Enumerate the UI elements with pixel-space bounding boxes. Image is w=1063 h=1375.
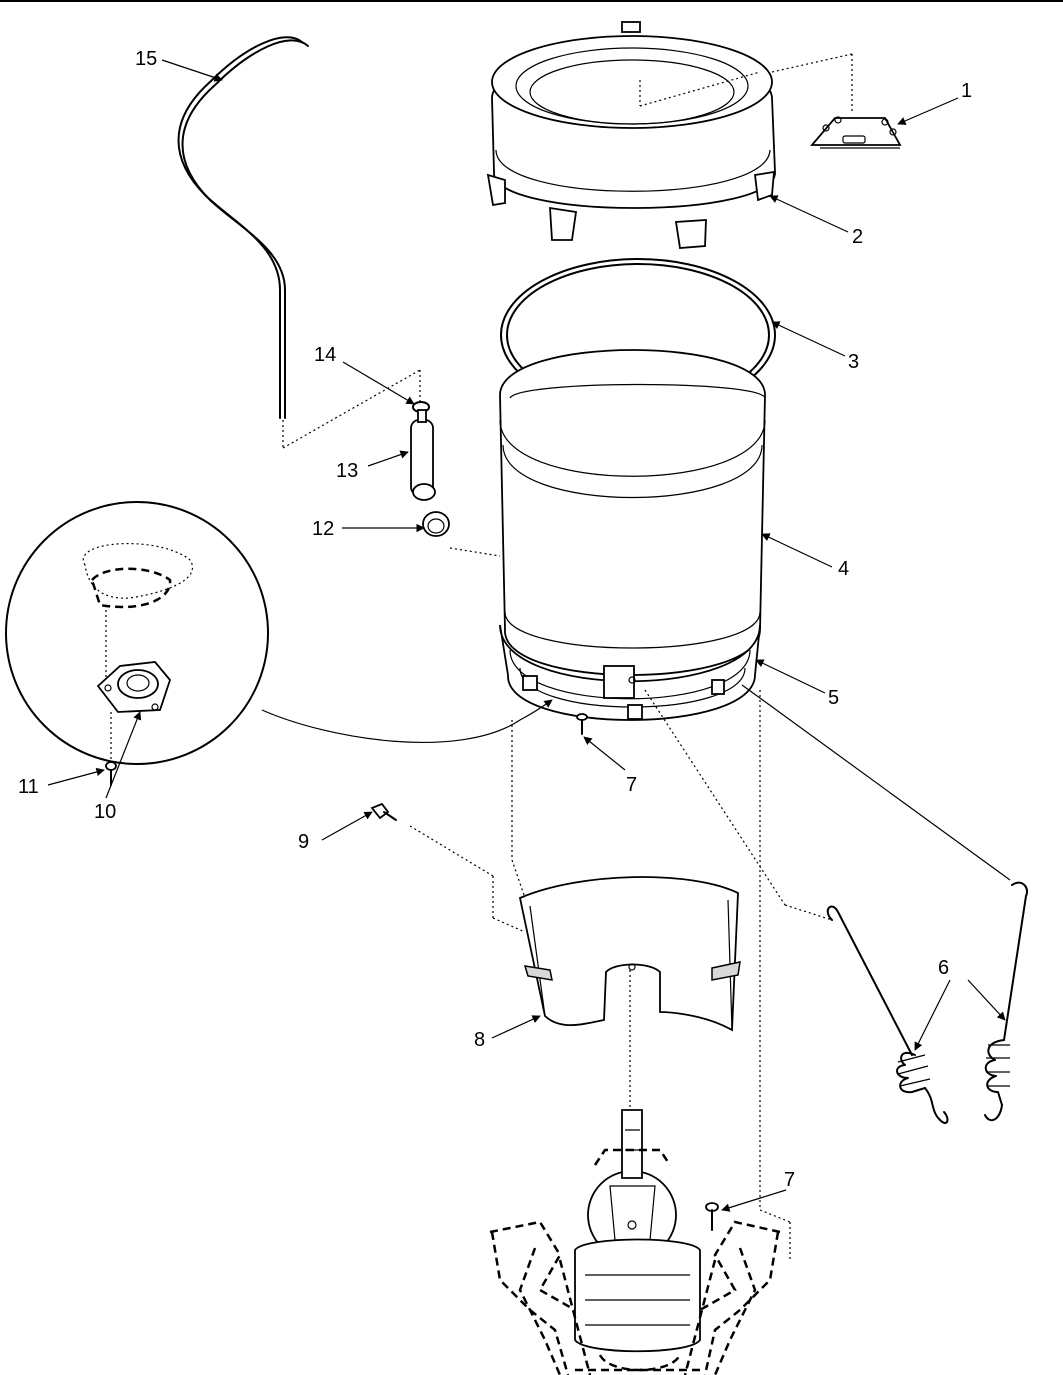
callout-11: 11 bbox=[18, 776, 39, 798]
callout-10: 10 bbox=[94, 801, 116, 823]
callout-9: 9 bbox=[298, 831, 309, 853]
part-9-bolt bbox=[370, 802, 526, 933]
callout-7-upper: 7 bbox=[626, 774, 637, 796]
part-7-screw-upper bbox=[576, 713, 588, 735]
base-assembly bbox=[489, 1109, 781, 1375]
callout-4: 4 bbox=[838, 558, 849, 580]
part-15-hose bbox=[177, 36, 421, 449]
alignment-lines bbox=[511, 684, 1011, 1260]
callout-12: 12 bbox=[312, 518, 334, 540]
callout-14: 14 bbox=[314, 344, 336, 366]
part-12-grommet bbox=[422, 511, 501, 557]
part-8-shield bbox=[518, 876, 741, 1185]
part-5-tub-base bbox=[499, 624, 761, 721]
callout-7-lower: 7 bbox=[784, 1169, 795, 1191]
part-2-tub-ring bbox=[486, 21, 853, 249]
callout-3: 3 bbox=[848, 351, 859, 373]
part-6-spring-left bbox=[826, 905, 949, 1124]
callout-1: 1 bbox=[961, 80, 972, 102]
callout-5: 5 bbox=[828, 687, 839, 709]
leader-lines bbox=[47, 59, 1006, 1212]
callout-2: 2 bbox=[852, 226, 863, 248]
inset-detail bbox=[5, 501, 553, 786]
part-1-bracket bbox=[810, 116, 902, 149]
callout-15: 15 bbox=[135, 48, 157, 70]
part-14-clamp bbox=[412, 370, 430, 413]
callout-8: 8 bbox=[474, 1029, 485, 1051]
part-7-screw-lower bbox=[705, 1202, 719, 1231]
part-6-spring-right bbox=[984, 881, 1028, 1122]
callout-6: 6 bbox=[938, 957, 949, 979]
part-13-tube bbox=[410, 409, 436, 501]
callout-13: 13 bbox=[336, 460, 358, 482]
part-4-tub-body bbox=[499, 349, 766, 676]
